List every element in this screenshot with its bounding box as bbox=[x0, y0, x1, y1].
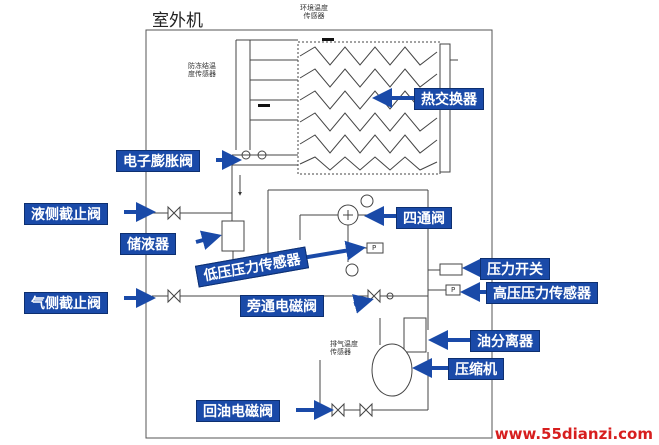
high-pressure-p-symbol: P bbox=[451, 286, 456, 294]
pressure-switch-symbol bbox=[439, 263, 463, 276]
outdoor-unit-title: 室外机 bbox=[152, 11, 203, 31]
compressor-symbol bbox=[371, 343, 413, 397]
watermark: www.55dianzi.com bbox=[494, 425, 653, 443]
label-heat-exchanger: 热交换器 bbox=[414, 88, 484, 110]
label-electronic-expansion-valve: 电子膨胀阀 bbox=[116, 150, 200, 172]
label-bypass-solenoid-valve: 旁通电磁阀 bbox=[240, 295, 324, 317]
arrow-bypass bbox=[352, 294, 374, 314]
label-compressor: 压缩机 bbox=[448, 358, 504, 380]
oil-separator-symbol bbox=[403, 317, 427, 353]
ambient-sensor-mark bbox=[322, 38, 334, 41]
defrost-sensor-mark bbox=[258, 104, 270, 107]
label-receiver: 储液器 bbox=[120, 233, 176, 255]
defrost-sensor-note: 防冻结温 度传感器 bbox=[188, 62, 216, 78]
label-oil-separator: 油分离器 bbox=[470, 330, 540, 352]
discharge-sensor-note: 排气温度 传感器 bbox=[330, 340, 358, 356]
label-gas-stop-valve: 气侧截止阀 bbox=[24, 292, 108, 314]
low-pressure-p-symbol: P bbox=[372, 244, 377, 252]
arrow-receiver bbox=[195, 230, 222, 250]
label-liquid-stop-valve: 液侧截止阀 bbox=[24, 203, 108, 225]
label-high-pressure-sensor: 高压压力传感器 bbox=[486, 282, 598, 304]
label-pressure-switch: 压力开关 bbox=[480, 258, 550, 280]
label-four-way-valve: 四通阀 bbox=[396, 207, 452, 229]
ambient-sensor-note: 环境温度 传感器 bbox=[300, 4, 328, 20]
label-oil-return-solenoid-valve: 回油电磁阀 bbox=[196, 400, 280, 422]
